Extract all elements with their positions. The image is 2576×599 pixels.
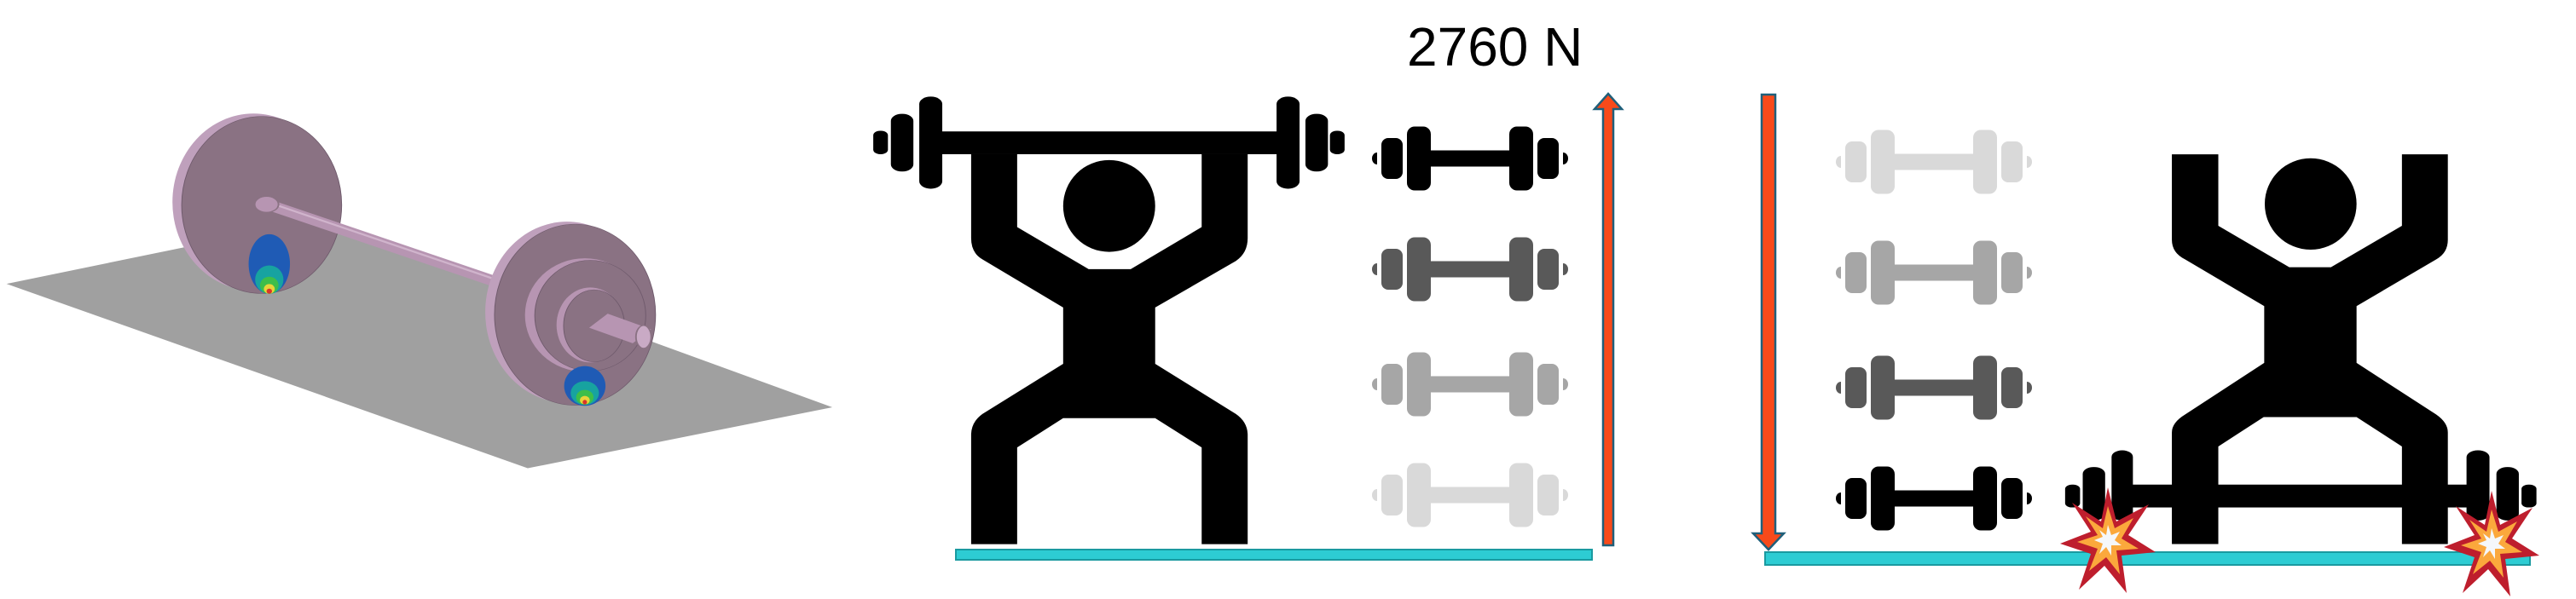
stress-contour-right — [564, 366, 606, 406]
ground-plane — [6, 220, 833, 469]
overhead-barbell — [873, 96, 1345, 189]
dumbbell-icon — [1372, 237, 1568, 302]
dumbbell-icon — [1836, 466, 2032, 531]
dumbbell-icon — [1372, 352, 1568, 417]
lifter-head — [1062, 159, 1155, 252]
lifter-body — [2172, 154, 2448, 544]
arrow-down-icon — [1751, 93, 1786, 551]
dumbbell-stack-decreasing — [1836, 130, 2032, 531]
dropped-barbell — [2064, 450, 2537, 521]
lifter-body — [970, 153, 1248, 544]
dumbbell-icon — [1836, 130, 2032, 194]
lifter-head — [2264, 158, 2357, 250]
fe-barbell-model — [6, 113, 833, 469]
arrow-up-icon — [1592, 92, 1624, 547]
weightlifter-overhead-icon — [873, 96, 1345, 544]
floor-right — [1764, 551, 2531, 566]
dumbbell-icon — [1372, 126, 1568, 191]
right-plate — [485, 222, 657, 406]
floor-left — [955, 549, 1593, 561]
stress-contour-left — [248, 233, 291, 294]
dumbbell-icon — [1836, 355, 2032, 420]
left-plate — [172, 113, 343, 294]
force-value-label: 2760 N — [1407, 16, 1583, 78]
barbell-shaft — [253, 196, 512, 290]
dumbbell-icon — [1372, 463, 1568, 527]
dumbbell-stack-increasing — [1372, 126, 1568, 527]
weightlifter-dropped-barbell-icon — [2064, 154, 2537, 544]
dumbbell-icon — [1836, 240, 2032, 305]
